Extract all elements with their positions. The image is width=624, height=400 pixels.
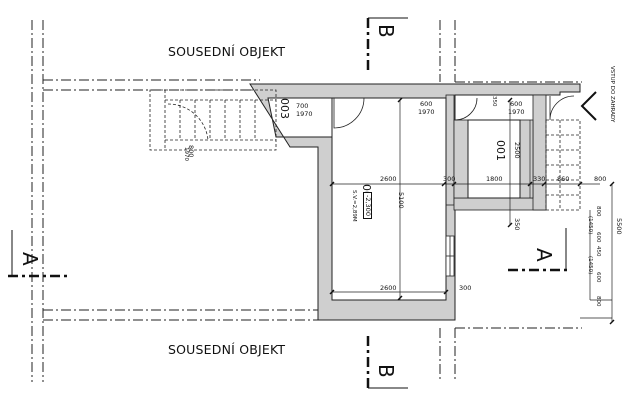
dim-h-300-b: 300 xyxy=(459,284,472,292)
entrance-arrow xyxy=(580,91,597,121)
dim-h-2600-bottom: 2600 xyxy=(380,284,397,292)
stairs-left xyxy=(149,89,277,151)
dim-side-800b: 800 xyxy=(595,296,601,307)
dim-h-800: 800 xyxy=(594,175,607,183)
dim-h-1800: 1800 xyxy=(486,175,503,183)
dimension-ticks xyxy=(329,97,615,325)
dim-door-003-h: 1970 xyxy=(296,110,313,118)
room-002-level: -2,300 xyxy=(363,192,372,219)
dim-v-350: 350 xyxy=(513,218,521,231)
stairs-right xyxy=(545,119,581,211)
dim-h-2600-top: 2600 xyxy=(380,175,397,183)
dim-h-330: 330 xyxy=(533,175,546,183)
dim-side-600b: 600 xyxy=(595,272,601,283)
room-002-area xyxy=(331,97,447,301)
dim-door-002-w: 600 xyxy=(420,100,433,108)
dim-side-1450b: (1450) xyxy=(587,256,593,275)
dim-door-002-h: 1970 xyxy=(418,108,435,116)
dim-v-5100: 5100 xyxy=(397,192,405,209)
dim-side-800: 800 xyxy=(595,206,601,217)
dim-h-300-a: 300 xyxy=(443,175,456,183)
dim-door-001-h: 1970 xyxy=(508,108,525,116)
dim-door-001-w: 600 xyxy=(510,100,523,108)
section-mark-b-top: B xyxy=(374,24,398,38)
section-mark-a-left: A xyxy=(18,252,42,266)
section-mark-b-bottom: B xyxy=(374,364,398,378)
section-marks xyxy=(8,17,570,389)
room-001-area xyxy=(467,119,521,199)
neighbor-outlines xyxy=(31,20,582,382)
dim-h-860: 860 xyxy=(557,175,570,183)
window xyxy=(445,235,455,277)
dim-v-5500: 5500 xyxy=(615,218,623,235)
dim-stair-b: 1970 xyxy=(183,147,189,161)
dim-side-600a: 600 xyxy=(595,232,601,243)
neighbor-label-bottom: SOUSEDNÍ OBJEKT xyxy=(168,342,286,357)
room-label-001: 001 xyxy=(494,140,507,161)
door-swings xyxy=(333,95,575,129)
entrance-label: VSTUP DO ZAHRADY xyxy=(609,66,615,123)
dimension-lines xyxy=(332,100,613,322)
dim-v-2500: 2500 xyxy=(513,142,521,159)
dim-side-1450: (1450) xyxy=(587,216,593,235)
dim-gap-350: 350 xyxy=(491,96,497,107)
room-002-sv: S.V.=2,89M xyxy=(351,190,357,222)
room-label-003: 003 xyxy=(278,98,291,119)
neighbor-label-top: SOUSEDNÍ OBJEKT xyxy=(168,44,286,59)
dim-door-003-w: 700 xyxy=(296,102,309,110)
dim-side-450: 450 xyxy=(595,246,601,257)
section-mark-a-right: A xyxy=(532,248,556,262)
